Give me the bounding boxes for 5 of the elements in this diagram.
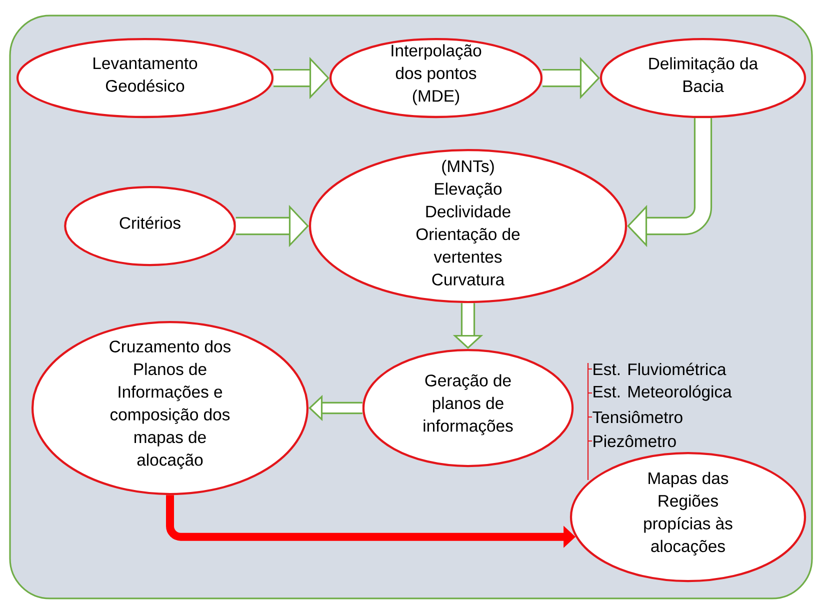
list-label: Est. Meteorológica bbox=[594, 385, 732, 401]
list-label: Est. Fluviométrica bbox=[594, 362, 726, 376]
arrow bbox=[627, 118, 712, 248]
list-label: Tensiômetro bbox=[592, 410, 682, 424]
list-label: Piezômetro bbox=[594, 434, 676, 448]
